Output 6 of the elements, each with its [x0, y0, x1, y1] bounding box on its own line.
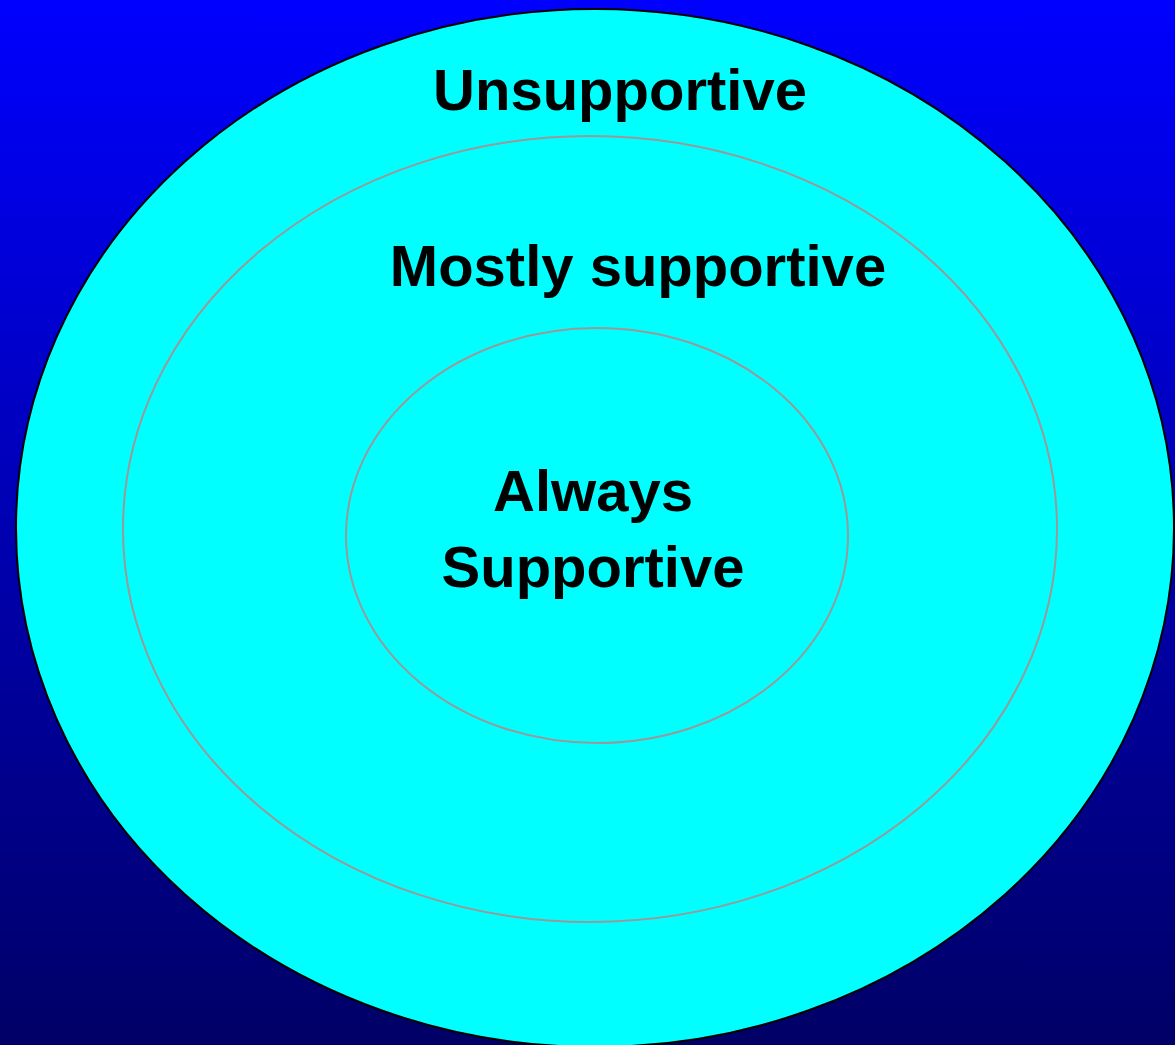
region-label: Always Supportive	[440, 457, 746, 601]
region-label: Mostly supportive	[389, 232, 887, 300]
ellipse-region	[345, 327, 849, 744]
ellipse-region	[122, 135, 1058, 923]
region-label: Unsupportive	[433, 56, 807, 124]
ellipse-region	[15, 8, 1175, 1045]
